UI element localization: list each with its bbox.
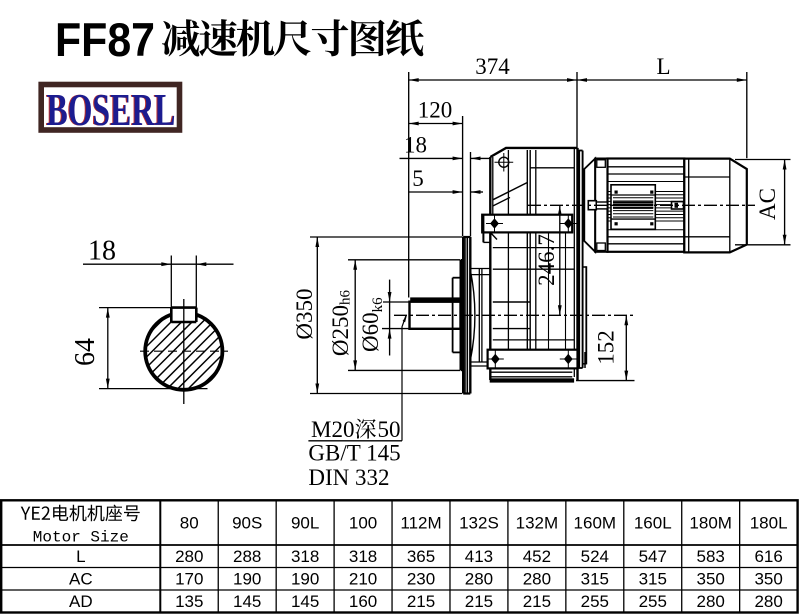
svg-text:413: 413: [465, 547, 493, 566]
svg-text:80: 80: [180, 514, 199, 533]
svg-text:280: 280: [523, 570, 551, 589]
svg-text:350: 350: [697, 570, 725, 589]
svg-text:170: 170: [175, 570, 203, 589]
svg-text:288: 288: [233, 547, 261, 566]
svg-text:374: 374: [475, 54, 510, 79]
svg-text:Ø350: Ø350: [292, 288, 317, 339]
svg-text:90L: 90L: [291, 514, 319, 533]
svg-text:BOSERL: BOSERL: [47, 84, 176, 135]
svg-text:90S: 90S: [232, 514, 262, 533]
svg-text:280: 280: [465, 570, 493, 589]
svg-text:280: 280: [697, 592, 725, 611]
svg-text:215: 215: [407, 592, 435, 611]
svg-text:135: 135: [175, 592, 203, 611]
svg-text:L: L: [76, 547, 85, 566]
svg-text:AC: AC: [69, 570, 93, 589]
svg-text:152: 152: [593, 330, 618, 365]
svg-text:190: 190: [291, 570, 319, 589]
svg-text:616: 616: [754, 547, 782, 566]
svg-text:583: 583: [697, 547, 725, 566]
svg-text:246.7: 246.7: [534, 234, 559, 286]
svg-text:318: 318: [291, 547, 319, 566]
svg-text:160L: 160L: [634, 514, 672, 533]
svg-text:L: L: [656, 54, 670, 79]
svg-text:180L: 180L: [750, 514, 788, 533]
svg-text:210: 210: [349, 570, 377, 589]
svg-text:315: 315: [581, 570, 609, 589]
svg-text:318: 318: [349, 547, 377, 566]
svg-text:160M: 160M: [574, 514, 617, 533]
svg-text:Ø60k6: Ø60k6: [358, 297, 386, 352]
svg-text:350: 350: [754, 570, 782, 589]
svg-text:GB/T 145: GB/T 145: [308, 441, 400, 466]
svg-text:M20: M20: [311, 417, 354, 442]
svg-text:160: 160: [349, 592, 377, 611]
svg-text:190: 190: [233, 570, 261, 589]
svg-text:215: 215: [465, 592, 493, 611]
svg-text:DIN 332: DIN 332: [308, 465, 389, 490]
svg-text:365: 365: [407, 547, 435, 566]
svg-text:315: 315: [639, 570, 667, 589]
svg-text:230: 230: [407, 570, 435, 589]
svg-text:280: 280: [175, 547, 203, 566]
svg-text:64: 64: [70, 338, 101, 366]
svg-text:452: 452: [523, 547, 551, 566]
svg-text:180M: 180M: [689, 514, 732, 533]
svg-text:215: 215: [523, 592, 551, 611]
svg-text:524: 524: [581, 547, 609, 566]
svg-text:132S: 132S: [459, 514, 499, 533]
svg-text:255: 255: [639, 592, 667, 611]
svg-text:100: 100: [349, 514, 377, 533]
svg-text:547: 547: [639, 547, 667, 566]
svg-text:280: 280: [754, 592, 782, 611]
svg-text:18: 18: [88, 236, 116, 267]
svg-text:255: 255: [581, 592, 609, 611]
svg-text:FF87: FF87: [55, 13, 155, 66]
svg-text:5: 5: [412, 166, 424, 191]
svg-text:Ø250h6: Ø250h6: [328, 289, 354, 356]
svg-text:BOSERL: BOSERL: [46, 84, 175, 135]
svg-text:50: 50: [378, 417, 401, 442]
svg-text:AC: AC: [755, 188, 780, 220]
svg-text:145: 145: [291, 592, 319, 611]
svg-text:112M: 112M: [400, 514, 441, 533]
svg-text:18: 18: [404, 133, 427, 158]
svg-text:AD: AD: [69, 592, 93, 611]
svg-text:145: 145: [233, 592, 261, 611]
svg-text:120: 120: [418, 98, 453, 123]
svg-text:132M: 132M: [516, 514, 559, 533]
svg-text:Motor Size: Motor Size: [33, 529, 129, 547]
